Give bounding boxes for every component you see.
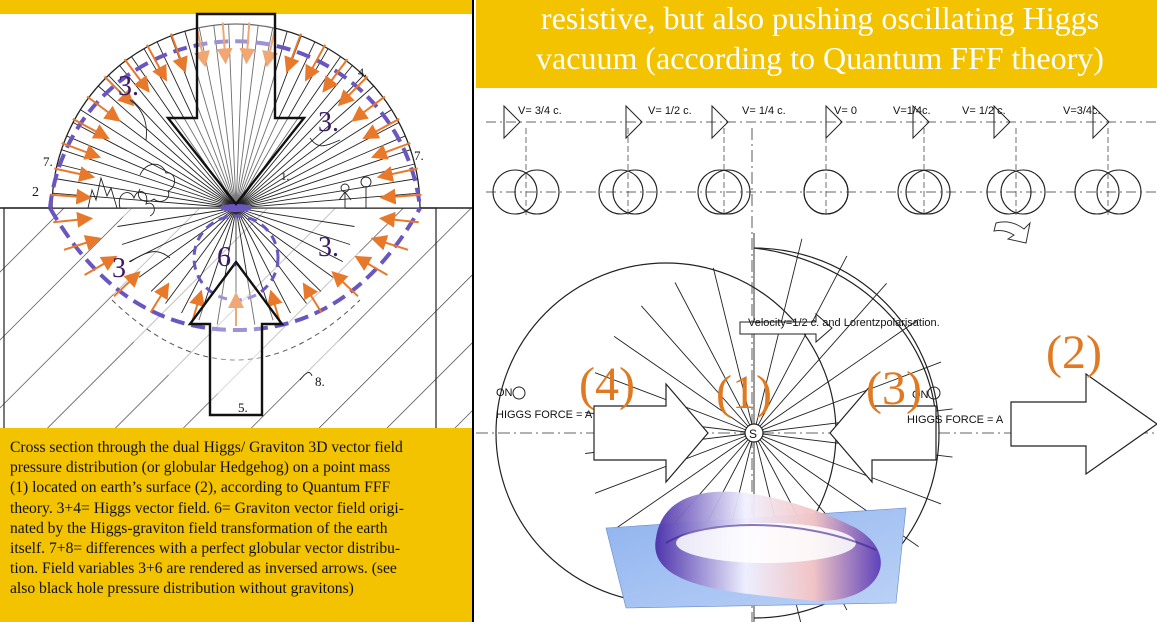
title-line-1: resistive, but also pushing oscillating … — [540, 0, 1100, 36]
label-5: 5. — [238, 400, 248, 415]
caption-line: also black hole pressure distribution wi… — [10, 580, 354, 598]
velocity-label-4: V= 0 — [834, 105, 857, 117]
caption-line: nated by the Higgs-graviton field transf… — [10, 519, 388, 537]
higgs-arrow — [362, 118, 400, 139]
label-3-lower-right: 3. — [318, 232, 339, 263]
caption-line: pressure distribution (or globular Hedge… — [10, 459, 391, 477]
caption-line: (1) located on earth’s surface (2), acco… — [10, 479, 391, 497]
label-7-right: 7. — [414, 148, 424, 163]
caption-line: tion. Field variables 3+6 are rendered a… — [10, 560, 397, 578]
left-higgs-arrow — [593, 382, 709, 484]
hedgehog-cross-section-diagram: 3. 3. 3 3. 6. 1. 2 4. 5. 7. 7. 8. — [0, 12, 472, 430]
big-label-2: (2) — [1046, 326, 1102, 379]
higgs-arrow — [113, 271, 141, 298]
leader-line-3b — [309, 137, 341, 147]
caption-line: Cross section through the dual Higgs/ Gr… — [10, 439, 403, 456]
left-panel: 3. 3. 3 3. 6. 1. 2 4. 5. 7. 7. 8. Cross … — [0, 0, 474, 622]
higgs-arrow — [170, 33, 188, 74]
right-panel: resistive, but also pushing oscillating … — [476, 0, 1157, 622]
point-mass — [220, 204, 252, 212]
velocity-direction-arrow — [1010, 372, 1157, 476]
label-3-upper-left: 3. — [118, 71, 139, 102]
label-7-left: 7. — [43, 154, 53, 169]
center-s-label: S — [749, 427, 757, 441]
higgs-arrow — [239, 22, 256, 65]
higgs-arrow — [54, 166, 96, 182]
label-6: 6. — [217, 242, 238, 273]
upper-field-circle — [51, 23, 421, 208]
higgs-arrow — [72, 118, 110, 139]
page-title: resistive, but also pushing oscillating … — [490, 0, 1150, 78]
higgs-arrow — [50, 188, 93, 205]
higgs-vector-arrows — [50, 22, 422, 326]
on-left-label: ON — [496, 387, 513, 399]
higgs-arrow — [86, 95, 121, 122]
velocity-label-5: V=1/4c. — [893, 105, 931, 117]
left-banner-strip — [0, 0, 472, 14]
center-s-circle — [744, 423, 764, 443]
velocity-circle-row — [492, 104, 1142, 218]
velocity-label-3: V= 1/4 c. — [742, 105, 786, 117]
higgs-force-left: HIGGS FORCE = A — [496, 409, 593, 421]
higgs-arrow — [61, 142, 102, 160]
label-3-upper-right: 3. — [318, 107, 339, 138]
leader-line-3a — [129, 99, 147, 141]
higgs-arrow — [302, 282, 323, 314]
up-hollow-arrow — [187, 259, 285, 417]
higgs-arrow — [53, 211, 94, 228]
down-hollow-arrow — [165, 12, 307, 206]
higgs-arrow — [351, 95, 386, 122]
higgs-arrow — [284, 33, 302, 74]
label-4: 4. — [358, 65, 367, 79]
higgs-arrow — [379, 188, 422, 205]
curved-pointer-arrow — [993, 221, 1031, 244]
higgs-arrow — [216, 22, 233, 65]
higgs-arrow — [378, 211, 419, 228]
higgs-arrow — [322, 58, 349, 93]
big-label-4: (4) — [579, 358, 635, 411]
velocity-note: Velocity=1/2 c. and Lorentzpolarisation. — [748, 317, 940, 329]
right-higgs-arrow — [829, 382, 937, 484]
velocity-label-6: V= 1/2 c. — [962, 105, 1006, 117]
big-label-1: (1) — [716, 366, 772, 419]
higgs-arrow — [146, 44, 167, 82]
caption-box: Cross section through the dual Higgs/ Gr… — [0, 428, 472, 622]
caption-line: theory. 3+4= Higgs vector field. 6= Grav… — [10, 499, 404, 517]
label-2: 2 — [32, 185, 39, 200]
higgs-arrow — [103, 75, 135, 107]
higgs-arrow — [354, 255, 388, 276]
label-1: 1. — [281, 171, 290, 183]
lorentz-polarisation-diagram: V= 3/4 c. V= 1/2 c. V= 1/4 c. V= 0 V=1/4… — [476, 104, 1157, 622]
higgs-arrow — [370, 142, 411, 160]
higgs-arrow — [149, 282, 170, 314]
title-line-2: vacuum (according to Quantum FFF theory) — [536, 40, 1104, 76]
higgs-arrow — [370, 235, 409, 251]
title-banner: resistive, but also pushing oscillating … — [476, 0, 1157, 88]
higgs-arrow — [123, 58, 150, 93]
higgs-arrow — [84, 255, 118, 276]
label-8: 8. — [315, 374, 325, 389]
s-symbol-left — [512, 386, 526, 400]
label-3-lower-left: 3 — [112, 253, 126, 284]
higgs-arrow — [337, 75, 369, 107]
higgs-arrow — [63, 235, 102, 251]
higgs-arrow — [305, 44, 326, 82]
caption-line: itself. 7+8= differences with a perfect … — [10, 540, 401, 558]
saddle-3d-render — [605, 491, 907, 609]
velocity-label-1: V= 3/4 c. — [518, 105, 562, 117]
big-label-3: (3) — [866, 362, 922, 415]
lower-dashed-boundary — [48, 207, 422, 333]
s-symbol-right — [927, 386, 941, 400]
velocity-label-2: V= 1/2 c. — [648, 105, 692, 117]
leader-line-3c — [129, 251, 171, 263]
velocity-label-7: V=3/4c. — [1063, 105, 1101, 117]
higgs-arrow — [331, 271, 359, 298]
leader-line-8 — [299, 372, 313, 381]
higgs-force-right: HIGGS FORCE = A — [907, 414, 1004, 426]
on-right-label: ON — [912, 389, 929, 401]
small-velocity-arrow — [739, 312, 833, 344]
higgs-arrow — [376, 166, 418, 182]
upper-dashed-boundary — [48, 39, 422, 209]
